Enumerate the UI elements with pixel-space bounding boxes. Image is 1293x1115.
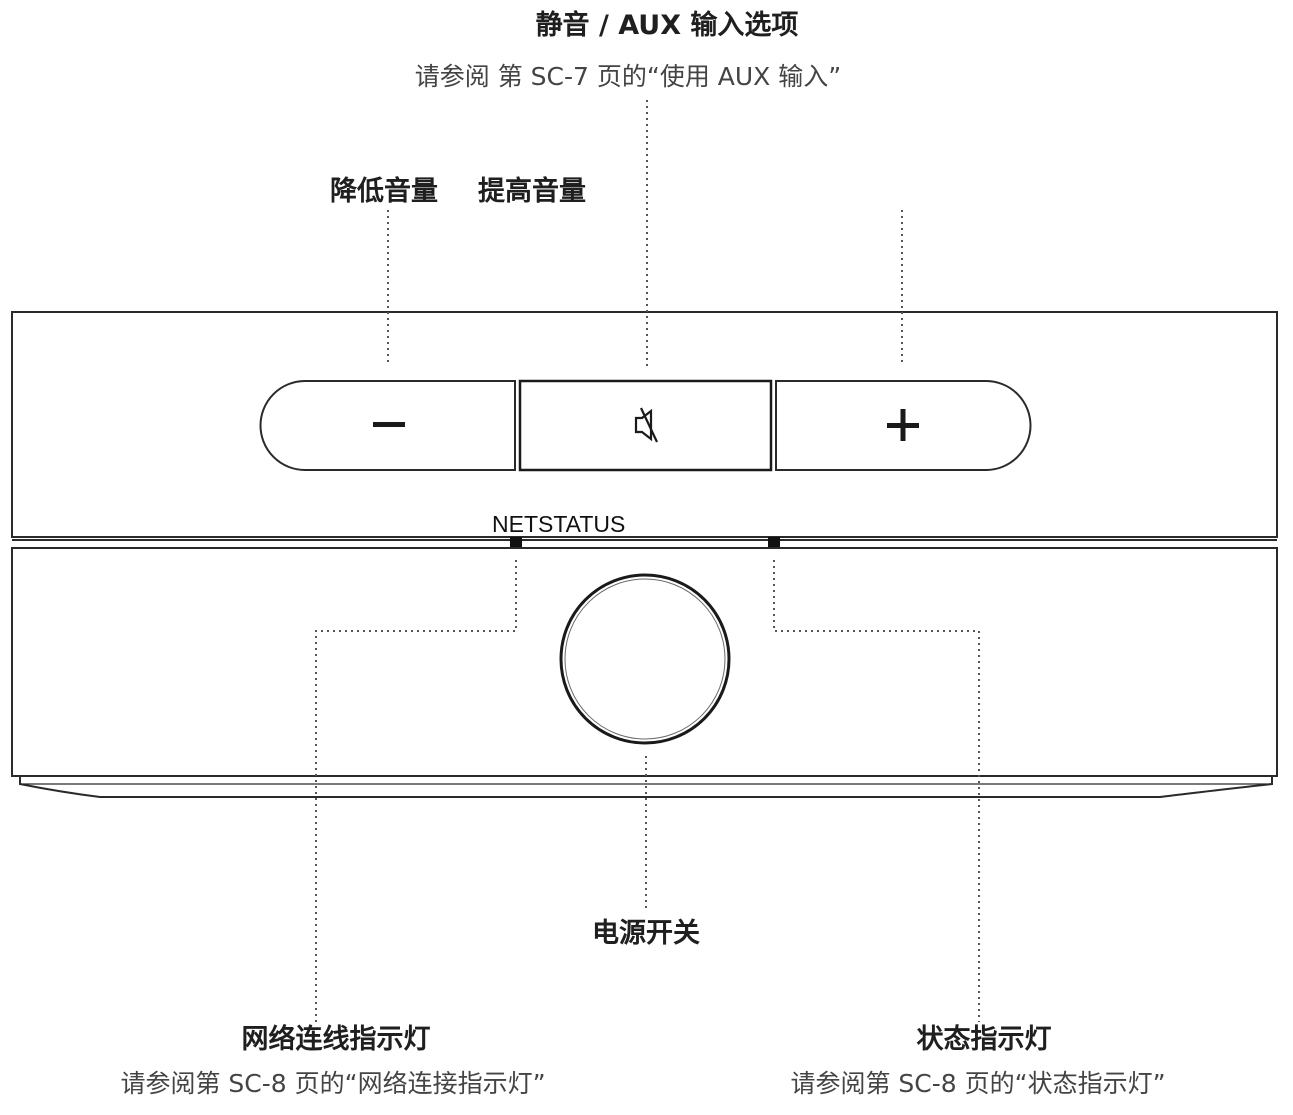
minus-icon <box>373 422 405 427</box>
network-led-reference: 请参阅第 SC-8 页的“网络连接指示灯” <box>120 1069 546 1098</box>
mute-aux-reference: 请参阅 第 SC-7 页的“使用 AUX 输入” <box>414 62 842 91</box>
power-hotspot[interactable] <box>561 575 729 743</box>
network-led-title: 网络连线指示灯 <box>241 1024 431 1055</box>
power-switch-title: 电源开关 <box>592 918 700 949</box>
network-led <box>510 537 522 547</box>
volume-down-hotspot[interactable] <box>260 381 515 470</box>
volume-up-title: 提高音量 <box>478 176 586 207</box>
volume-up-hotspot[interactable] <box>776 381 1031 470</box>
mute-hotspot[interactable] <box>520 381 771 470</box>
panel-text-netstatus: NETSTATUS <box>492 511 626 537</box>
speaker-muted-icon <box>634 407 658 443</box>
power-button[interactable] <box>559 573 731 745</box>
leader-lines <box>315 100 980 1022</box>
mute-button[interactable] <box>518 379 773 472</box>
status-led <box>768 537 780 547</box>
status-led-reference: 请参阅第 SC-8 页的“状态指示灯” <box>790 1069 1166 1098</box>
plus-icon <box>887 409 919 441</box>
status-led-title: 状态指示灯 <box>916 1024 1052 1055</box>
mute-aux-title: 静音 / AUX 输入选项 <box>535 10 799 41</box>
volume-down-title: 降低音量 <box>330 176 438 207</box>
